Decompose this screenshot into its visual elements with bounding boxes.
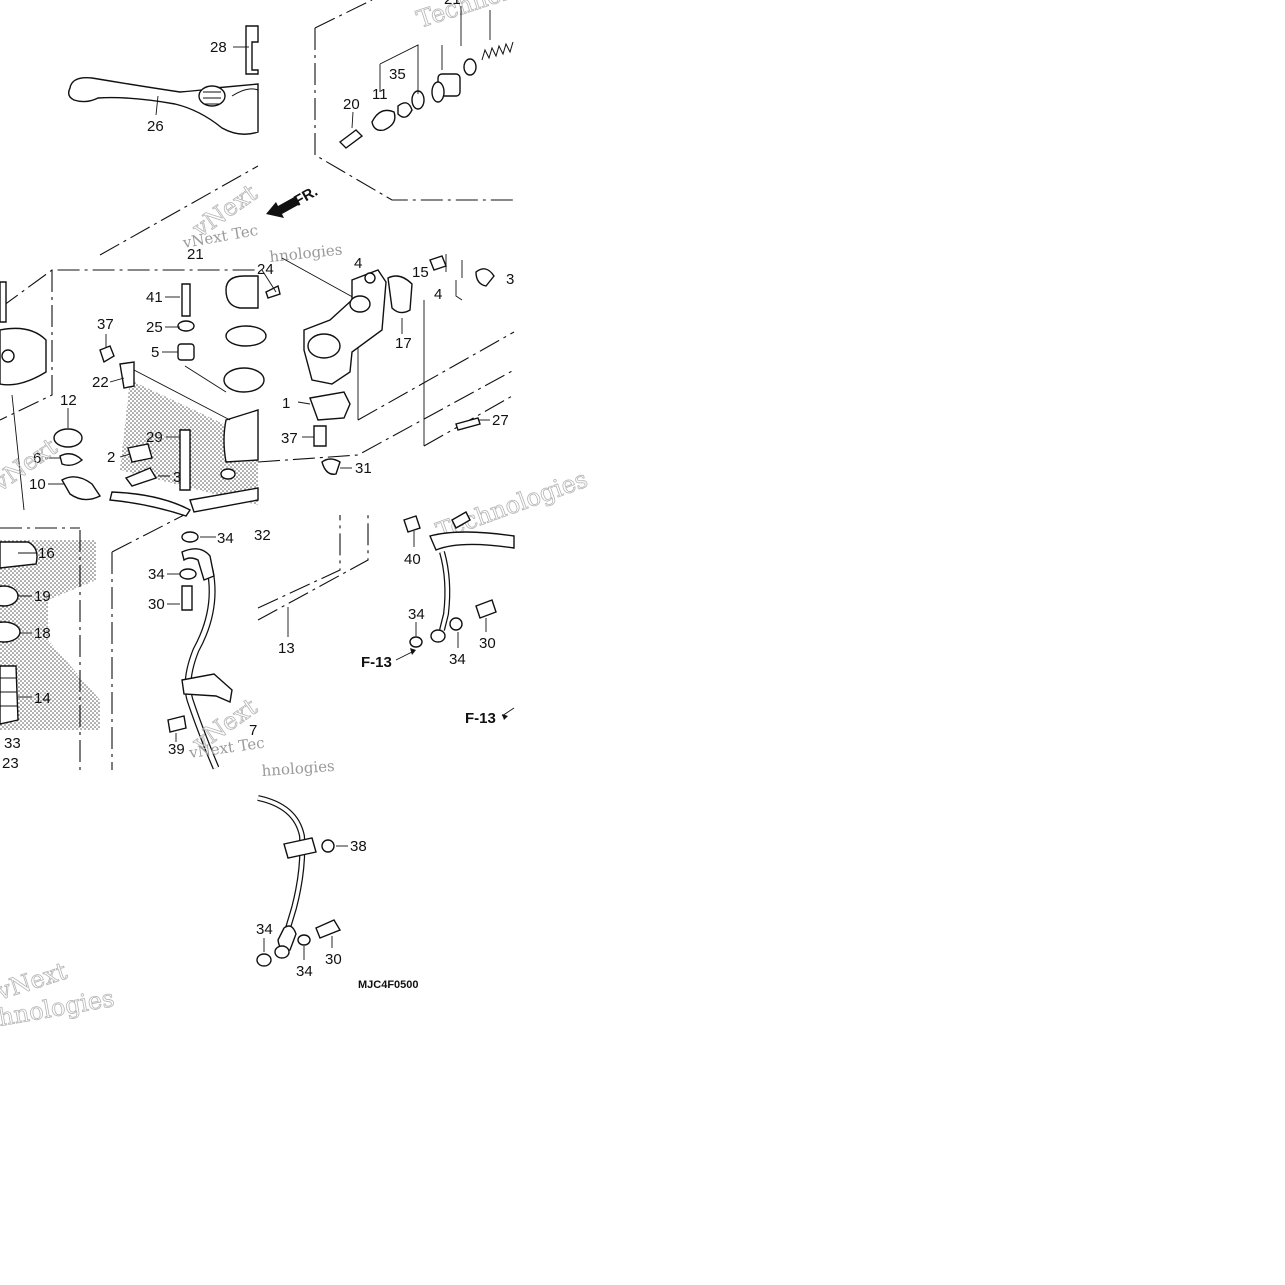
part-label-37a: 37 <box>97 316 114 333</box>
tile-upper-hose: 16 19 18 14 33 23 34 34 30 39 7 32 vNext… <box>0 514 271 772</box>
fig-ref-f13-b: F-13 <box>465 710 496 727</box>
part-label-7: 7 <box>249 722 257 739</box>
tile-master-cylinder: hnologies 4 15 4 3 17 1 37 27 31 <box>257 240 514 477</box>
tile-brake-lever: 28 26 <box>67 25 259 256</box>
part-label-10: 10 <box>29 476 46 493</box>
part-label-15: 15 <box>412 264 429 281</box>
part-label-23: 23 <box>2 755 19 772</box>
part-label-41: 41 <box>146 289 163 306</box>
fig-ref-f13-a: F-13 <box>361 654 392 671</box>
watermark-fragment: vNext hnologies <box>0 956 117 1032</box>
part-label-6: 6 <box>33 450 41 467</box>
part-label-3b: 3 <box>506 271 514 288</box>
part-label-35: 35 <box>389 66 406 83</box>
part-label-30c: 30 <box>325 951 342 968</box>
part-label-20: 20 <box>343 96 360 113</box>
part-label-34a: 34 <box>217 530 234 547</box>
reservoir-cap-lower <box>0 541 38 569</box>
part-label-4a: 4 <box>354 255 362 272</box>
part-label-34b: 34 <box>148 566 165 583</box>
part-label-39: 39 <box>168 741 185 758</box>
part-label-38: 38 <box>350 838 367 855</box>
part-label-31: 31 <box>355 460 372 477</box>
part-label-40: 40 <box>404 551 421 568</box>
part-label-26: 26 <box>147 118 164 135</box>
svg-text:hnologies: hnologies <box>269 240 344 266</box>
part-label-28: 28 <box>210 39 227 56</box>
tile-reservoir: vNext Tec vNext 21 <box>0 178 281 517</box>
part-label-34e: 34 <box>256 921 273 938</box>
part-label-34f: 34 <box>296 963 313 980</box>
part-label-13: 13 <box>278 640 295 657</box>
part-label-12: 12 <box>60 392 77 409</box>
part-label-34c: 34 <box>408 606 425 623</box>
tile-bottom-hose: hnologies 38 34 34 30 MJC4F0500 <box>256 757 419 991</box>
part-label-30b: 30 <box>479 635 496 652</box>
tile-lower-hose: 13 Technologies 40 34 34 30 F-13 F-13 <box>257 465 592 727</box>
part-label-30a: 30 <box>148 596 165 613</box>
tile-piston-detail: Technolo 21 35 11 20 FR. <box>266 0 526 218</box>
part-label-11: 11 <box>372 86 388 103</box>
part-label-22: 22 <box>92 374 109 391</box>
master-cylinder-body <box>303 269 387 385</box>
svg-text:Technolo: Technolo <box>413 0 526 34</box>
part-label-19: 19 <box>34 588 51 605</box>
part-label-32: 32 <box>254 527 271 544</box>
part-label-16: 16 <box>38 545 55 562</box>
part-label-29: 29 <box>146 429 163 446</box>
svg-text:hnologies: hnologies <box>261 757 335 780</box>
part-label-27: 27 <box>492 412 509 429</box>
part-label-1: 1 <box>282 395 290 412</box>
part-label-18: 18 <box>34 625 51 642</box>
lever-bolt-shape <box>245 25 259 75</box>
part-label-24: 24 <box>257 261 274 278</box>
part-label-4b: 4 <box>434 286 442 303</box>
part-label-25: 25 <box>146 319 163 336</box>
part-label-33: 33 <box>4 735 21 752</box>
part-label-34d: 34 <box>449 651 466 668</box>
part-label-37b: 37 <box>281 430 298 447</box>
part-label-2: 2 <box>107 449 115 466</box>
part-label-5: 5 <box>151 344 159 361</box>
spring-shape <box>481 41 514 61</box>
drawing-code: MJC4F0500 <box>358 979 419 991</box>
detail-box-outline <box>314 0 514 201</box>
part-label-3: 3 <box>173 469 181 486</box>
part-label-14: 14 <box>34 690 51 707</box>
part-label-17: 17 <box>395 335 412 352</box>
part-label-21b: 21 <box>187 246 204 263</box>
front-arrow-icon <box>266 196 300 218</box>
part-label-21a: 21 <box>444 0 461 8</box>
